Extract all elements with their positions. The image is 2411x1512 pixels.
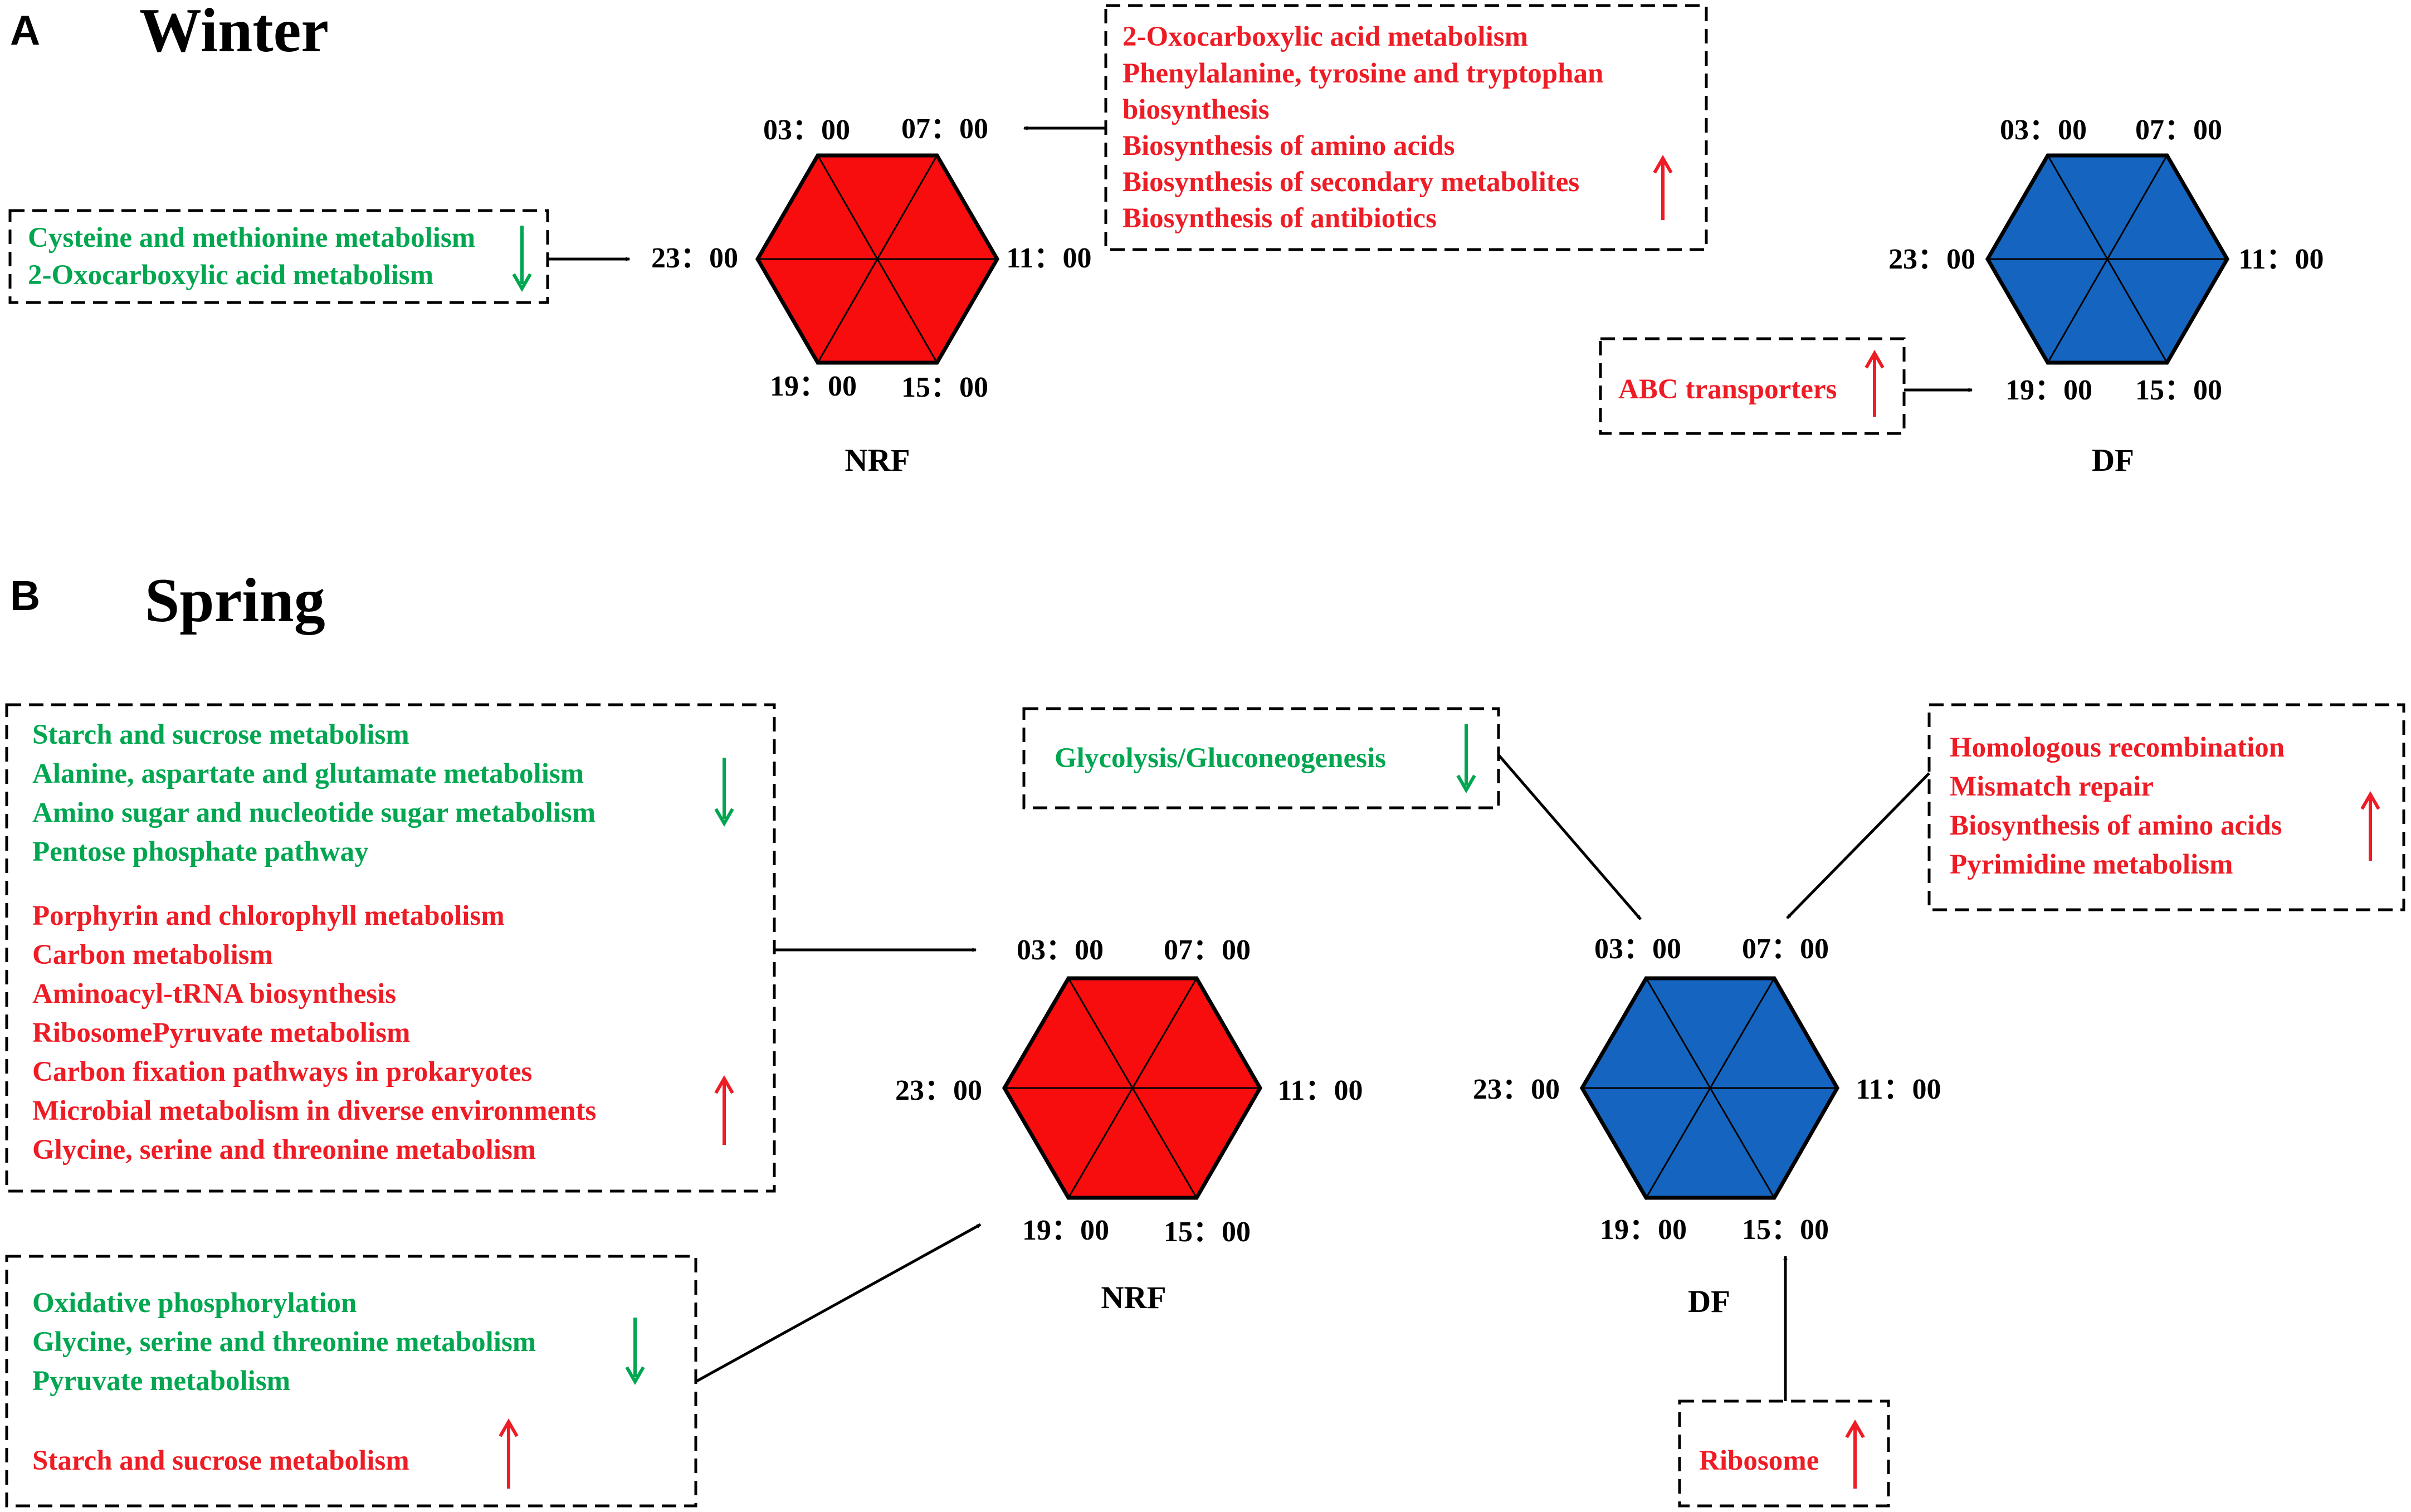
winter-df-label: DF bbox=[2092, 443, 2134, 478]
winter-df-time-07: 07：00 bbox=[2135, 114, 2222, 146]
winter-df-time-15: 15：00 bbox=[2135, 374, 2222, 406]
pathway-label: Carbon metabolism bbox=[32, 939, 273, 970]
winter-nrf-top-box: 2-Oxocarboxylic acid metabolism Phenylal… bbox=[1104, 4, 1708, 251]
pathway-label: ABC transporters bbox=[1618, 374, 1837, 405]
winter-nrf-label: NRF bbox=[845, 443, 910, 478]
winter-df-time-11: 11：00 bbox=[2238, 243, 2324, 275]
spring-nrf-time-07: 07：00 bbox=[1164, 934, 1251, 966]
pathway-label: Cysteine and methionine metabolism bbox=[28, 222, 475, 253]
connector-arrow bbox=[1497, 754, 1642, 920]
pathway-label: Phenylalanine, tyrosine and tryptophan bbox=[1122, 58, 1603, 89]
pathway-label: Homologous recombination bbox=[1950, 732, 2285, 763]
pathway-label: Starch and sucrose metabolism bbox=[32, 1445, 409, 1476]
pathway-label: Biosynthesis of amino acids bbox=[1122, 130, 1455, 162]
up-arrow-head-icon bbox=[499, 1418, 519, 1437]
panel-b-letter: B bbox=[10, 572, 40, 619]
up-arrow-head-icon bbox=[2360, 791, 2380, 810]
spring-nrf-time-11: 11：00 bbox=[1277, 1075, 1363, 1106]
spring-df-label: DF bbox=[1688, 1284, 1730, 1319]
spring-df-right-box: Homologous recombination Mismatch repair… bbox=[1927, 703, 2405, 911]
pathway-label: Oxidative phosphorylation bbox=[32, 1287, 357, 1319]
spring-nrf-box-1: Starch and sucrose metabolism Alanine, a… bbox=[5, 703, 776, 1193]
winter-nrf-group: 03：00 07：00 11：00 15：00 19：00 23：00 NRF bbox=[651, 113, 1092, 478]
pathway-label: Carbon fixation pathways in prokaryotes bbox=[32, 1056, 532, 1087]
up-arrow-head-icon bbox=[714, 1075, 734, 1094]
pathway-label: Aminoacyl-tRNA biosynthesis bbox=[32, 978, 396, 1009]
pathway-label: Glycine, serine and threonine metabolism bbox=[32, 1326, 536, 1358]
pathway-label: Glycine, serine and threonine metabolism bbox=[32, 1134, 536, 1165]
pathway-label: Porphyrin and chlorophyll metabolism bbox=[32, 900, 505, 931]
spring-nrf-time-19: 19：00 bbox=[1022, 1215, 1109, 1246]
pathway-label: RibosomePyruvate metabolism bbox=[32, 1017, 411, 1048]
spring-df-time-15: 15：00 bbox=[1742, 1214, 1829, 1246]
winter-nrf-time-23: 23：00 bbox=[651, 242, 738, 274]
pathway-label: Biosynthesis of antibiotics bbox=[1122, 203, 1437, 234]
pathway-label: Pentose phosphate pathway bbox=[32, 836, 369, 867]
down-arrow-head-icon bbox=[625, 1366, 645, 1386]
pathway-label: Biosynthesis of amino acids bbox=[1950, 810, 2282, 841]
winter-df-time-03: 03：00 bbox=[2000, 114, 2087, 146]
pathway-label: 2-Oxocarboxylic acid metabolism bbox=[28, 260, 433, 291]
winter-nrf-time-11: 11：00 bbox=[1006, 242, 1091, 274]
connector-arrow bbox=[695, 1223, 982, 1383]
winter-df-box: ABC transporters bbox=[1599, 337, 1906, 435]
spring-df-time-03: 03：00 bbox=[1594, 933, 1681, 965]
up-arrow-head-icon bbox=[1865, 349, 1885, 369]
down-arrow-head-icon bbox=[714, 808, 734, 827]
down-arrow-head-icon bbox=[1456, 774, 1476, 794]
winter-df-group: 03：00 07：00 11：00 15：00 19：00 23：00 DF bbox=[1888, 114, 2324, 478]
winter-df-time-19: 19：00 bbox=[2005, 374, 2092, 406]
spring-df-time-11: 11：00 bbox=[1856, 1074, 1941, 1105]
spring-df-glycolysis-box: Glycolysis/Gluconeogenesis bbox=[1022, 707, 1500, 809]
pathway-label: Pyruvate metabolism bbox=[32, 1365, 290, 1397]
winter-df-time-23: 23：00 bbox=[1888, 243, 1975, 275]
pathway-label: biosynthesis bbox=[1122, 94, 1270, 125]
spring-df-group: 03：00 07：00 11：00 15：00 19：00 23：00 DF bbox=[1473, 933, 1941, 1319]
spring-df-time-07: 07：00 bbox=[1742, 933, 1829, 965]
up-arrow-head-icon bbox=[1845, 1419, 1865, 1438]
spring-nrf-box-2: Oxidative phosphorylation Glycine, serin… bbox=[5, 1255, 697, 1508]
winter-nrf-time-03: 03：00 bbox=[763, 114, 850, 146]
spring-df-time-23: 23：00 bbox=[1473, 1074, 1560, 1105]
pathway-label: Biosynthesis of secondary metabolites bbox=[1122, 167, 1579, 198]
panel-b-title: Spring bbox=[145, 566, 325, 635]
panel-a-title: Winter bbox=[139, 0, 329, 65]
spring-df-time-19: 19：00 bbox=[1600, 1214, 1687, 1246]
pathway-label: Ribosome bbox=[1699, 1445, 1819, 1476]
winter-nrf-time-15: 15：00 bbox=[901, 372, 988, 403]
pathway-label: Mismatch repair bbox=[1950, 771, 2154, 802]
spring-nrf-time-23: 23：00 bbox=[895, 1075, 982, 1106]
pathway-label: Pyrimidine metabolism bbox=[1950, 849, 2233, 880]
winter-nrf-time-07: 07：00 bbox=[901, 113, 988, 145]
spring-nrf-time-15: 15：00 bbox=[1164, 1216, 1251, 1248]
pathway-label: Alanine, aspartate and glutamate metabol… bbox=[32, 758, 584, 789]
winter-nrf-left-box: Cysteine and methionine metabolism 2-Oxo… bbox=[8, 209, 549, 304]
up-arrow-head-icon bbox=[1653, 154, 1673, 174]
panel-a: A Winter bbox=[10, 0, 329, 65]
winter-nrf-time-19: 19：00 bbox=[770, 370, 857, 402]
pathway-label: Glycolysis/Gluconeogenesis bbox=[1055, 743, 1386, 774]
connector-arrow bbox=[1786, 772, 1930, 919]
pathway-label: Amino sugar and nucleotide sugar metabol… bbox=[32, 797, 596, 828]
down-arrow-head-icon bbox=[512, 273, 532, 292]
pathway-label: 2-Oxocarboxylic acid metabolism bbox=[1122, 21, 1528, 52]
pathway-label: Starch and sucrose metabolism bbox=[32, 719, 409, 750]
pathway-label: Microbial metabolism in diverse environm… bbox=[32, 1095, 596, 1126]
spring-df-ribosome-box: Ribosome bbox=[1678, 1399, 1890, 1508]
spring-nrf-group: 03：00 07：00 11：00 15：00 19：00 23：00 NRF bbox=[895, 934, 1363, 1315]
spring-nrf-label: NRF bbox=[1101, 1280, 1166, 1315]
spring-nrf-time-03: 03：00 bbox=[1017, 934, 1104, 966]
panel-a-letter: A bbox=[10, 7, 40, 53]
